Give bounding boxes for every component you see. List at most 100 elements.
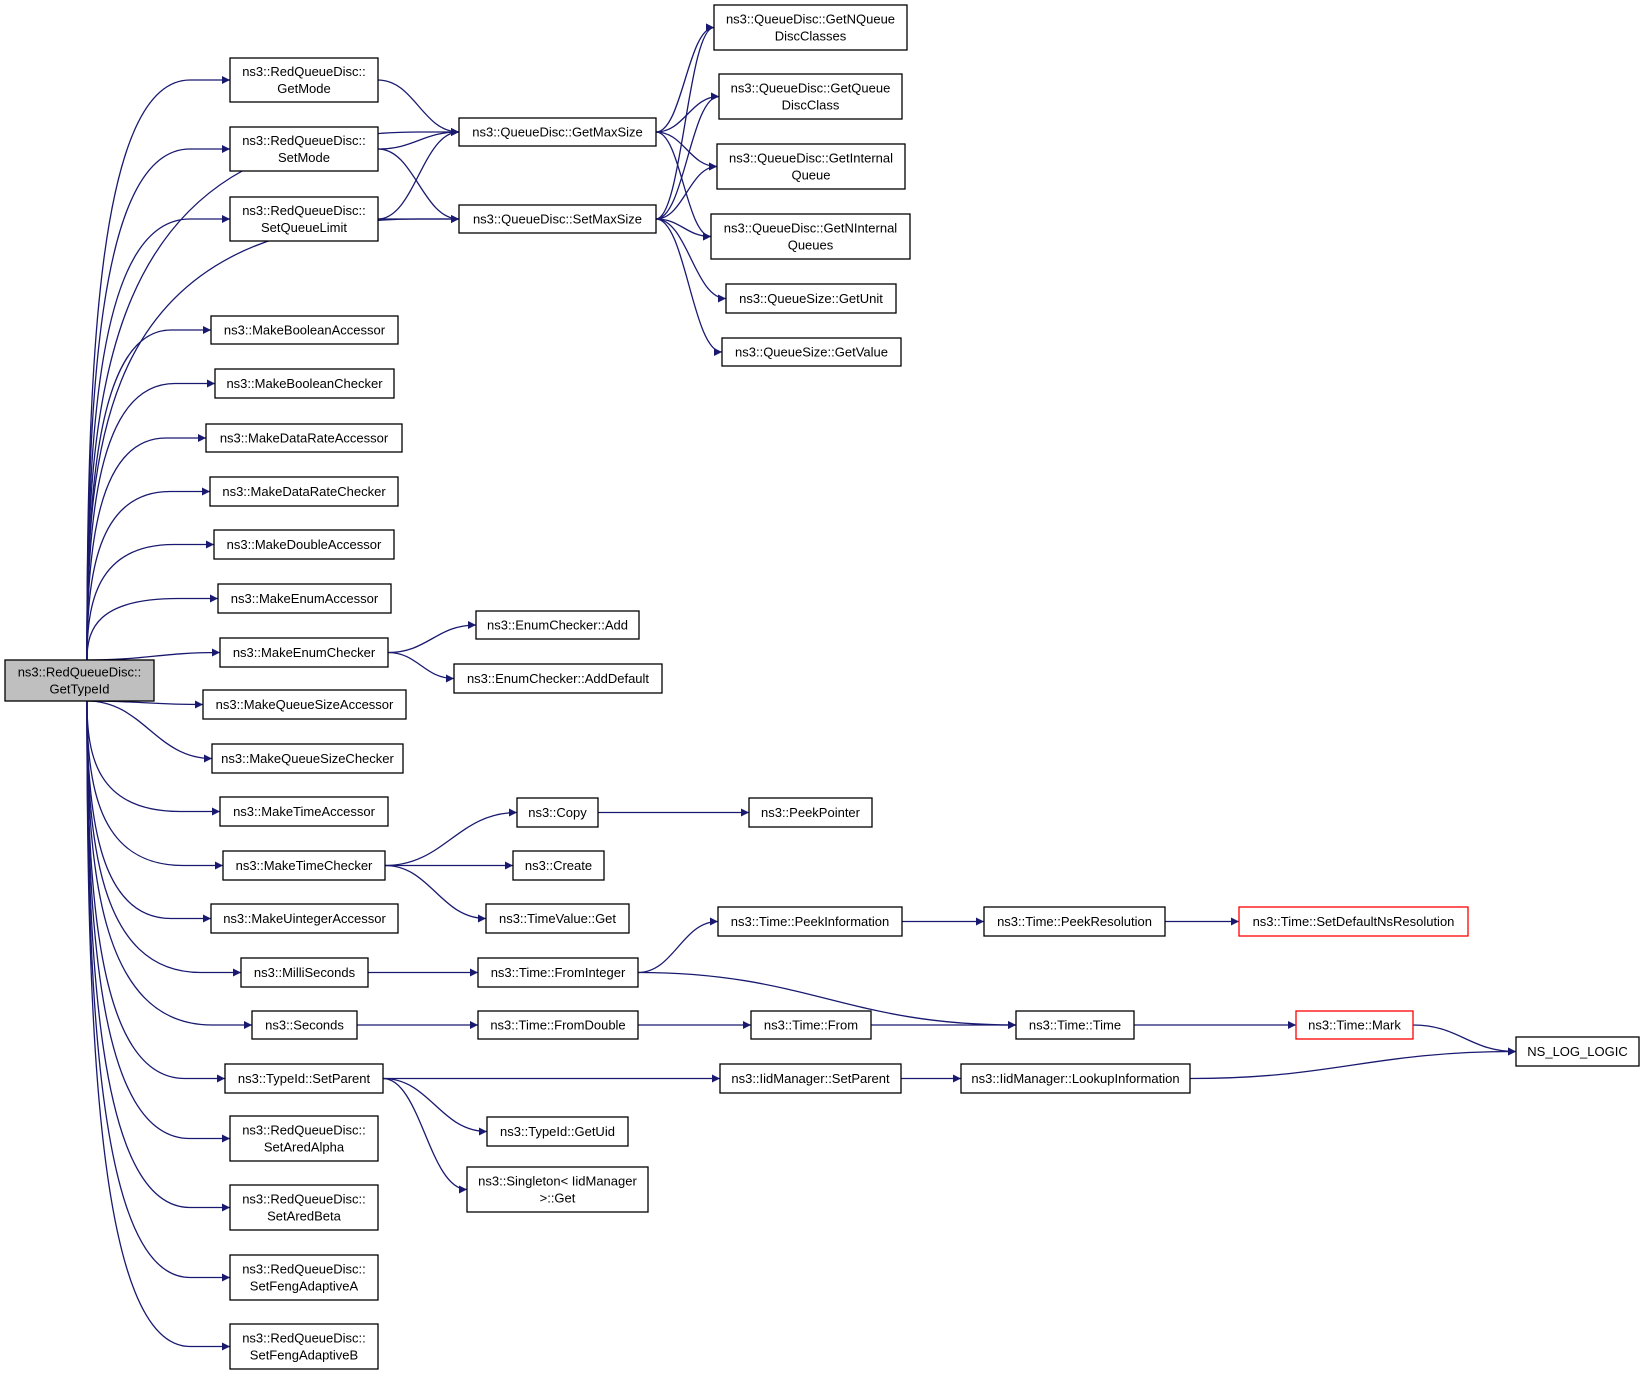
- edge-get-mode-to-qd-get-max-size: [377, 79, 460, 136]
- node-tid-set-parent[interactable]: ns3::TypeId::SetParent: [224, 1063, 384, 1094]
- node-label: ns3::Seconds: [265, 1018, 344, 1033]
- node-set-feng-a[interactable]: ns3::RedQueueDisc::SetFengAdaptiveA: [229, 1254, 379, 1301]
- node-box: [516, 797, 599, 828]
- node-t-peek-resolution[interactable]: ns3::Time::PeekResolution: [983, 906, 1166, 937]
- node-label: ns3::RedQueueDisc::: [18, 665, 142, 680]
- node-label: ns3::MakeEnumChecker: [233, 645, 376, 660]
- node-peek-pointer[interactable]: ns3::PeekPointer: [748, 797, 873, 828]
- node-milli-seconds[interactable]: ns3::MilliSeconds: [240, 957, 369, 988]
- node-box: [229, 1323, 379, 1370]
- node-box: [4, 659, 155, 702]
- edge-tid-set-parent-to-tid-get-uid: [382, 1077, 488, 1136]
- edge-mk-time-chk-to-copy: [384, 808, 518, 867]
- node-mk-dracc[interactable]: ns3::MakeDataRateAccessor: [205, 423, 403, 453]
- node-ns-log-logic[interactable]: NS_LOG_LOGIC: [1515, 1036, 1640, 1067]
- node-label: DiscClasses: [775, 29, 847, 44]
- node-copy[interactable]: ns3::Copy: [516, 797, 599, 828]
- node-box: [485, 903, 630, 934]
- node-mk-time-acc[interactable]: ns3::MakeTimeAccessor: [219, 796, 389, 827]
- edge-arrow: [86, 434, 206, 661]
- node-box: [224, 1063, 384, 1094]
- node-qs-get-unit[interactable]: ns3::QueueSize::GetUnit: [725, 283, 897, 314]
- node-t-from-integer[interactable]: ns3::Time::FromInteger: [477, 957, 639, 988]
- edge-root-to-mk-time-acc: [86, 700, 220, 816]
- node-qd-get-max-size[interactable]: ns3::QueueDisc::GetMaxSize: [458, 117, 657, 147]
- node-t-from-double[interactable]: ns3::Time::FromDouble: [477, 1010, 639, 1040]
- node-label: ns3::EnumChecker::Add: [487, 618, 628, 633]
- node-mk-time-chk[interactable]: ns3::MakeTimeChecker: [222, 850, 386, 881]
- node-label: ns3::Time::PeekInformation: [731, 914, 889, 929]
- node-set-ared-alpha[interactable]: ns3::RedQueueDisc::SetAredAlpha: [229, 1115, 379, 1162]
- node-mk-uint-acc[interactable]: ns3::MakeUintegerAccessor: [210, 903, 399, 934]
- node-t-time[interactable]: ns3::Time::Time: [1015, 1010, 1135, 1040]
- node-label: ns3::MakeTimeAccessor: [233, 804, 376, 819]
- node-box: [213, 529, 395, 560]
- node-mk-enum-acc[interactable]: ns3::MakeEnumAccessor: [217, 583, 392, 614]
- node-box: [748, 797, 873, 828]
- node-box: [710, 213, 911, 260]
- edge-root-to-mk-bool-acc: [86, 326, 211, 661]
- node-tid-get-uid[interactable]: ns3::TypeId::GetUid: [486, 1116, 629, 1147]
- edge-arrow: [377, 128, 460, 220]
- node-qs-get-value[interactable]: ns3::QueueSize::GetValue: [721, 337, 902, 367]
- edge-root-to-mk-drchk: [86, 487, 210, 661]
- node-qd-set-max-size[interactable]: ns3::QueueDisc::SetMaxSize: [458, 204, 657, 234]
- node-tv-get[interactable]: ns3::TimeValue::Get: [485, 903, 630, 934]
- node-iid-set-parent[interactable]: ns3::IidManager::SetParent: [719, 1063, 902, 1094]
- node-label: ns3::MakeQueueSizeChecker: [221, 751, 394, 766]
- node-mk-bool-acc[interactable]: ns3::MakeBooleanAccessor: [210, 315, 399, 345]
- node-label: ns3::Time::FromDouble: [490, 1018, 625, 1033]
- node-label: >::Get: [540, 1191, 576, 1206]
- edge-mk-enum-chk-to-ec-add: [387, 621, 477, 654]
- node-mk-qschk[interactable]: ns3::MakeQueueSizeChecker: [211, 743, 404, 774]
- edge-arrow: [1189, 1047, 1517, 1080]
- node-label: ns3::PeekPointer: [761, 805, 861, 820]
- node-t-set-default-ns-res[interactable]: ns3::Time::SetDefaultNsResolution: [1238, 906, 1469, 937]
- edge-qd-set-max-size-to-qd-get-queue-disc-class: [655, 92, 720, 220]
- edge-arrow: [655, 23, 715, 133]
- node-iid-lookup[interactable]: ns3::IidManager::LookupInformation: [960, 1063, 1191, 1094]
- node-seconds[interactable]: ns3::Seconds: [251, 1010, 358, 1040]
- node-mk-dbl-acc[interactable]: ns3::MakeDoubleAccessor: [213, 529, 395, 560]
- edge-root-to-set-feng-b: [86, 700, 230, 1351]
- node-mk-qsacc[interactable]: ns3::MakeQueueSizeAccessor: [202, 689, 407, 720]
- node-t-peek-information[interactable]: ns3::Time::PeekInformation: [717, 906, 903, 937]
- node-ec-add-default[interactable]: ns3::EnumChecker::AddDefault: [453, 663, 663, 694]
- node-box: [229, 57, 379, 103]
- node-singleton-get[interactable]: ns3::Singleton< IidManager>::Get: [466, 1166, 649, 1213]
- node-root[interactable]: ns3::RedQueueDisc::GetTypeId: [4, 659, 155, 702]
- edge-arrow: [387, 621, 477, 654]
- node-set-feng-b[interactable]: ns3::RedQueueDisc::SetFengAdaptiveB: [229, 1323, 379, 1370]
- node-label: ns3::RedQueueDisc::: [242, 1262, 366, 1277]
- edge-arrow: [655, 92, 720, 220]
- node-label: ns3::MakeDataRateAccessor: [220, 431, 389, 446]
- node-create[interactable]: ns3::Create: [512, 850, 605, 881]
- node-mk-bool-chk[interactable]: ns3::MakeBooleanChecker: [214, 368, 395, 399]
- node-set-mode[interactable]: ns3::RedQueueDisc::SetMode: [229, 126, 379, 172]
- node-mk-enum-chk[interactable]: ns3::MakeEnumChecker: [219, 637, 389, 668]
- node-t-mark[interactable]: ns3::Time::Mark: [1295, 1010, 1414, 1040]
- node-set-queue-limit[interactable]: ns3::RedQueueDisc::SetQueueLimit: [229, 196, 379, 242]
- node-box: [229, 126, 379, 172]
- node-label: ns3::RedQueueDisc::: [242, 64, 366, 79]
- node-box: [219, 637, 389, 668]
- node-box: [477, 1010, 639, 1040]
- node-t-from[interactable]: ns3::Time::From: [750, 1010, 872, 1040]
- node-mk-drchk[interactable]: ns3::MakeDataRateChecker: [209, 476, 399, 507]
- node-label: ns3::QueueDisc::GetQueue: [731, 81, 891, 96]
- node-get-mode[interactable]: ns3::RedQueueDisc::GetMode: [229, 57, 379, 103]
- node-label: ns3::TypeId::SetParent: [238, 1071, 371, 1086]
- node-label: ns3::QueueDisc::GetNQueue: [726, 12, 895, 27]
- node-set-ared-beta[interactable]: ns3::RedQueueDisc::SetAredBeta: [229, 1184, 379, 1231]
- node-box: [240, 957, 369, 988]
- node-label: ns3::RedQueueDisc::: [242, 1123, 366, 1138]
- edge-set-mode-to-qd-set-max-size: [377, 148, 460, 223]
- node-box: [205, 423, 403, 453]
- node-box: [209, 476, 399, 507]
- node-ec-add[interactable]: ns3::EnumChecker::Add: [475, 610, 640, 640]
